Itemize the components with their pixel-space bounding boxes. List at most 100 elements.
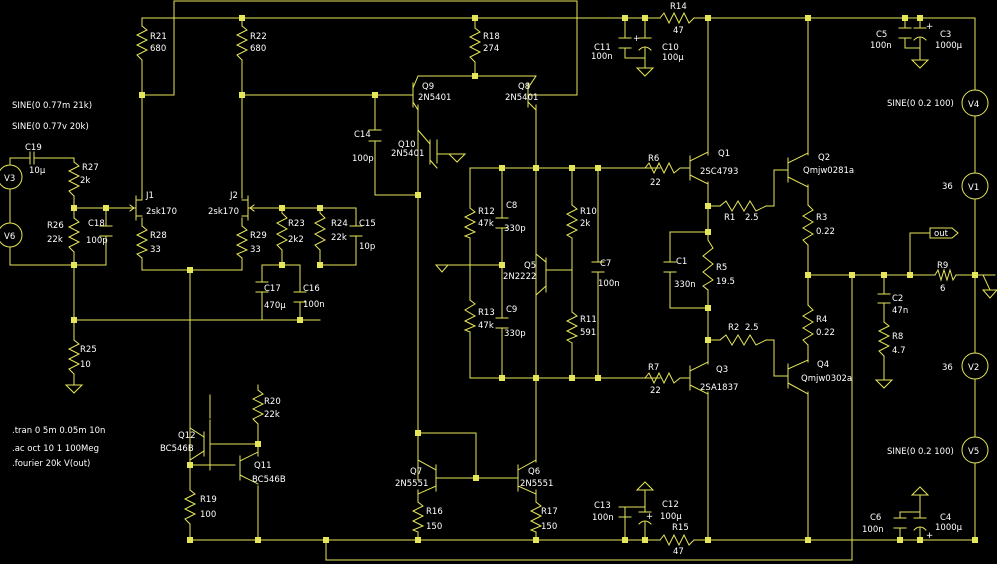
q9-name[interactable]: Q9	[422, 82, 434, 92]
r23-value[interactable]: 2k2	[288, 235, 304, 245]
v6-sine-label[interactable]: SINE(0 0.77v 20k)	[12, 122, 89, 132]
r10-name[interactable]: R10	[580, 207, 597, 217]
q5-value[interactable]: 2N2222	[503, 272, 536, 282]
r4-name[interactable]: R4	[816, 315, 827, 325]
c9-name[interactable]: C9	[506, 305, 517, 315]
c8-value[interactable]: 330p	[504, 224, 526, 234]
c11-value[interactable]: 100n	[591, 52, 613, 62]
c6-name[interactable]: C6	[870, 513, 881, 523]
r18-value[interactable]: 274	[483, 44, 499, 54]
r2-name[interactable]: R2	[728, 323, 739, 333]
r7-name[interactable]: R7	[648, 363, 659, 373]
c13-name[interactable]: C13	[594, 501, 611, 511]
q8-value[interactable]: 2N5401	[505, 93, 538, 103]
r9-value[interactable]: 6	[940, 284, 945, 294]
c15-name[interactable]: C15	[359, 219, 376, 229]
v1-value[interactable]: 36	[942, 182, 953, 192]
r19-name[interactable]: R19	[200, 495, 217, 505]
q3-value[interactable]: 2SA1837	[700, 383, 738, 393]
c9-value[interactable]: 330p	[504, 329, 526, 339]
r14-value[interactable]: 47	[673, 26, 684, 36]
r26-name[interactable]: R26	[47, 221, 64, 231]
r4-value[interactable]: 0.22	[816, 328, 835, 338]
r29-name[interactable]: R29	[250, 231, 267, 241]
r10-value[interactable]: 2k	[580, 219, 590, 229]
c18-name[interactable]: C18	[88, 219, 105, 229]
c15-value[interactable]: 10p	[359, 242, 375, 252]
q2-value[interactable]: Qmjw0281a	[803, 166, 854, 176]
c6-value[interactable]: 100n	[862, 525, 884, 535]
c3-name[interactable]: C3	[940, 30, 951, 40]
r15-value[interactable]: 47	[673, 547, 684, 557]
c14-value[interactable]: 100p	[352, 154, 374, 164]
v2-value[interactable]: 36	[942, 363, 953, 373]
c2-name[interactable]: C2	[892, 294, 903, 304]
q12-value[interactable]: BC546B	[160, 444, 194, 454]
r12-value[interactable]: 47k	[478, 219, 494, 229]
r22-name[interactable]: R22	[250, 32, 267, 42]
q11-name[interactable]: Q11	[254, 461, 272, 471]
q1-name[interactable]: Q1	[718, 149, 730, 159]
q7-value[interactable]: 2N5551	[395, 479, 428, 489]
c5-name[interactable]: C5	[876, 30, 887, 40]
r22-value[interactable]: 680	[250, 44, 266, 54]
r11-value[interactable]: 591	[580, 328, 596, 338]
r16-value[interactable]: 150	[426, 522, 442, 532]
c2-value[interactable]: 47n	[892, 306, 908, 316]
c18-value[interactable]: 100p	[86, 236, 108, 246]
c16-value[interactable]: 100n	[303, 300, 325, 310]
r12-name[interactable]: R12	[478, 207, 495, 217]
r14-name[interactable]: R14	[670, 2, 687, 12]
fourier-directive[interactable]: .fourier 20k V(out)	[12, 459, 90, 469]
r5-value[interactable]: 19.5	[716, 277, 735, 287]
c10-value[interactable]: 100µ	[662, 53, 684, 63]
c1-value[interactable]: 330n	[674, 280, 696, 290]
q6-name[interactable]: Q6	[528, 467, 540, 477]
out-net-flag[interactable]: out	[929, 227, 959, 239]
r13-value[interactable]: 47k	[478, 321, 494, 331]
r20-name[interactable]: R20	[264, 397, 281, 407]
c3-value[interactable]: 1000µ	[935, 41, 963, 51]
r27-name[interactable]: R27	[82, 163, 99, 173]
j1-name[interactable]: J1	[145, 191, 154, 201]
c17-value[interactable]: 470µ	[264, 301, 286, 311]
r21-name[interactable]: R21	[150, 32, 167, 42]
r28-value[interactable]: 33	[150, 245, 161, 255]
q1-value[interactable]: 2SC4793	[700, 167, 738, 177]
c19-value[interactable]: 10µ	[29, 166, 46, 176]
r1-name[interactable]: R1	[724, 213, 735, 223]
c14-name[interactable]: C14	[354, 130, 371, 140]
v4-value[interactable]: SINE(0 0.2 100)	[887, 99, 954, 109]
c17-name[interactable]: C17	[264, 284, 281, 294]
r6-value[interactable]: 22	[650, 178, 661, 188]
c5-value[interactable]: 100n	[870, 41, 892, 51]
r29-value[interactable]: 33	[250, 245, 261, 255]
r17-value[interactable]: 150	[541, 522, 557, 532]
r3-value[interactable]: 0.22	[816, 227, 835, 237]
r28-name[interactable]: R28	[150, 231, 167, 241]
j2-name[interactable]: J2	[229, 191, 238, 201]
c11-name[interactable]: C11	[594, 43, 611, 53]
r3-name[interactable]: R3	[816, 213, 827, 223]
r19-value[interactable]: 100	[200, 510, 216, 520]
c8-name[interactable]: C8	[506, 201, 517, 211]
q3-name[interactable]: Q3	[716, 365, 728, 375]
r1-value[interactable]: 2.5	[745, 213, 759, 223]
r8-name[interactable]: R8	[892, 332, 903, 342]
q2-name[interactable]: Q2	[818, 153, 830, 163]
r21-value[interactable]: 680	[150, 44, 166, 54]
q6-value[interactable]: 2N5551	[520, 479, 553, 489]
r24-name[interactable]: R24	[331, 219, 348, 229]
j1-value[interactable]: 2sk170	[146, 207, 177, 217]
c16-name[interactable]: C16	[303, 284, 320, 294]
c19-name[interactable]: C19	[25, 143, 42, 153]
r23-name[interactable]: R23	[288, 219, 305, 229]
ac-directive[interactable]: .ac oct 10 1 100Meg	[12, 444, 99, 454]
v5-value[interactable]: SINE(0 0.2 100)	[887, 447, 954, 457]
r24-value[interactable]: 22k	[331, 233, 347, 243]
q8-name[interactable]: Q8	[518, 82, 530, 92]
j2-value[interactable]: 2sk170	[208, 207, 239, 217]
v3-sine-label[interactable]: SINE(0 0.77m 21k)	[12, 101, 92, 111]
q5-name[interactable]: Q5	[524, 261, 536, 271]
